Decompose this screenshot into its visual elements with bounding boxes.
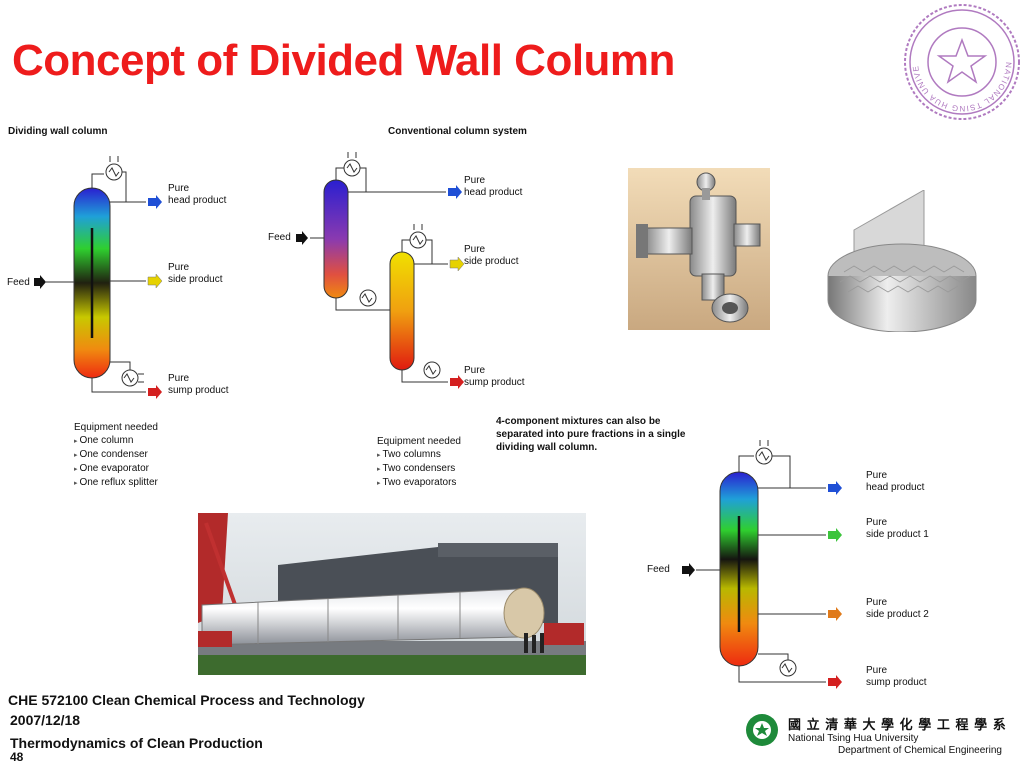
feed-arrow xyxy=(682,563,695,577)
feed-arrow xyxy=(296,231,308,245)
list-item: One column xyxy=(74,434,158,448)
four-feed-label: Feed xyxy=(647,564,670,575)
apparatus-photo xyxy=(628,168,770,330)
side-product-arrow xyxy=(449,256,465,272)
conv-feed-label: Feed xyxy=(268,232,291,243)
list-item: Two columns xyxy=(377,448,461,462)
evaporator-icon xyxy=(359,289,377,307)
head-product-arrow xyxy=(148,195,162,209)
university-name-zh: 國 立 清 華 大 學 化 學 工 程 學 系 xyxy=(788,717,1007,732)
four-component-diagram xyxy=(682,440,842,689)
equipment-title: Equipment needed xyxy=(74,422,158,433)
footer-topic: Thermodynamics of Clean Production xyxy=(10,735,263,751)
side-product-2-arrow xyxy=(828,607,842,621)
footer-course: CHE 572100 Clean Chemical Process and Te… xyxy=(8,692,365,708)
dwc-diagram xyxy=(34,156,163,399)
list-item: One condenser xyxy=(74,448,158,462)
structured-packing-photo xyxy=(827,190,977,332)
list-item: Two evaporators xyxy=(377,476,461,490)
page-title: Concept of Divided Wall Column xyxy=(12,36,675,85)
sump-product-arrow xyxy=(450,375,464,389)
side-product-1-arrow xyxy=(828,528,842,542)
dwc-feed-label: Feed xyxy=(7,277,30,288)
list-item: One evaporator xyxy=(74,462,158,476)
dwc-equipment-list: Equipment needed One column One condense… xyxy=(74,421,158,490)
four-component-note: 4-component mixtures can also be separat… xyxy=(496,416,686,453)
head-product-arrow xyxy=(828,481,842,495)
conventional-diagram xyxy=(296,152,465,389)
side-product-arrow xyxy=(147,273,163,289)
head-product-arrow xyxy=(448,185,462,199)
conv-equipment-list: Equipment needed Two columns Two condens… xyxy=(377,435,461,490)
sump-product-arrow xyxy=(148,385,162,399)
list-item: Two condensers xyxy=(377,462,461,476)
evaporator-icon xyxy=(423,361,441,379)
conventional-caption: Conventional column system xyxy=(388,126,527,137)
column-transport-photo xyxy=(198,513,586,675)
sump-product-arrow xyxy=(828,675,842,689)
feed-arrow xyxy=(34,275,46,289)
department-name: Department of Chemical Engineering xyxy=(838,745,1002,756)
footer-date: 2007/12/18 xyxy=(10,712,81,728)
page-number: 48 xyxy=(10,750,24,764)
university-seal-logo: NATIONAL TSING HUA UNIVERSITY xyxy=(902,2,1020,120)
dwc-caption: Dividing wall column xyxy=(8,126,108,137)
list-item: One reflux splitter xyxy=(74,476,158,490)
university-logo-icon xyxy=(746,714,778,746)
equipment-title: Equipment needed xyxy=(377,436,461,447)
university-name-en: National Tsing Hua University xyxy=(788,733,919,744)
